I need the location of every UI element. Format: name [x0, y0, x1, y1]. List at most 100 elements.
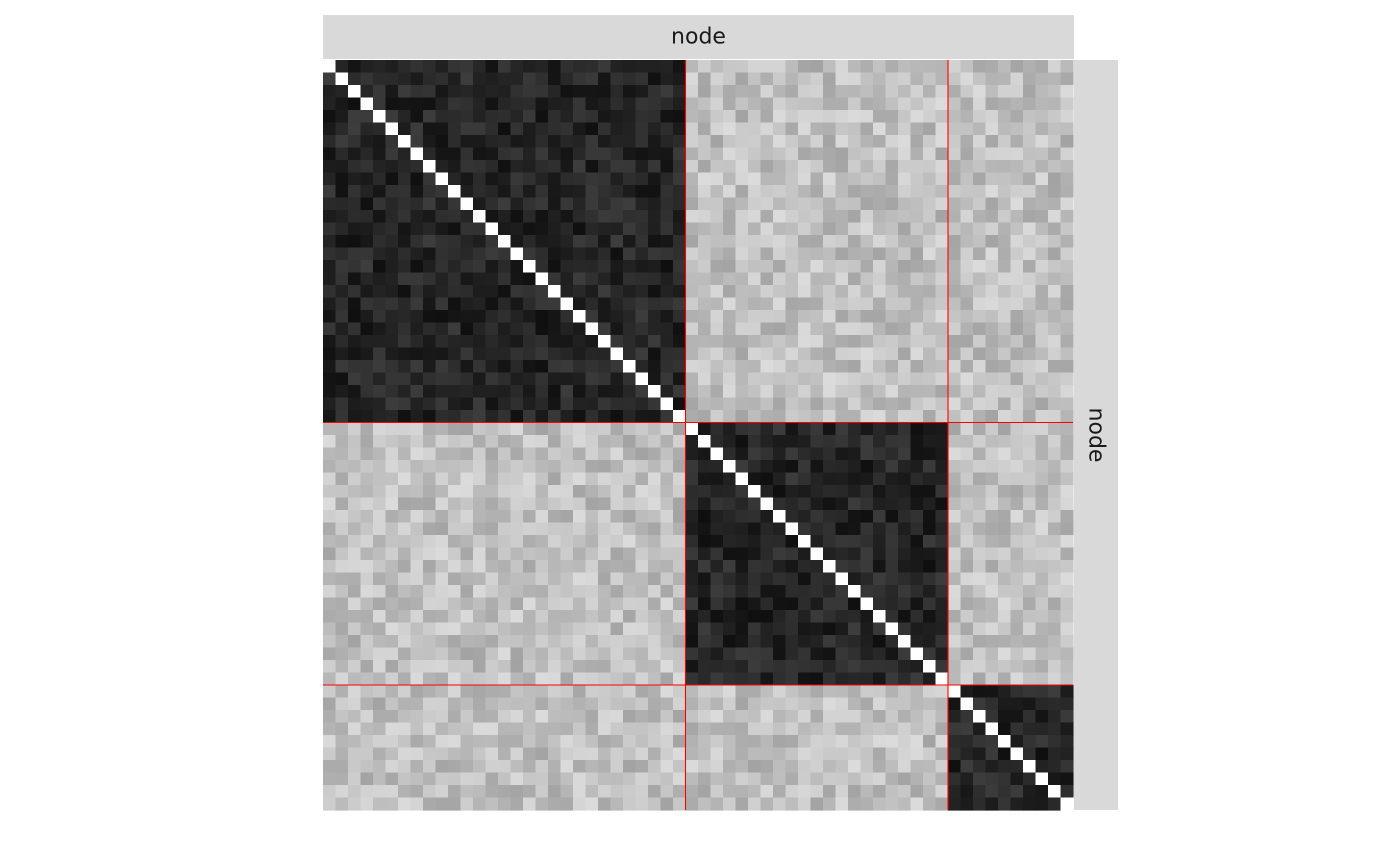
heatmap-cell: [810, 647, 824, 661]
heatmap-cell: [548, 635, 562, 649]
heatmap-cell: [1010, 610, 1024, 624]
heatmap-cell: [635, 185, 649, 199]
heatmap-cell: [685, 97, 699, 111]
heatmap-cell: [560, 760, 574, 774]
heatmap-cell: [410, 260, 424, 274]
heatmap-cell: [523, 422, 537, 436]
heatmap-cell: [923, 585, 937, 599]
heatmap-cell: [435, 347, 449, 361]
heatmap-cell: [860, 335, 874, 349]
heatmap-cell: [723, 460, 737, 474]
heatmap-cell: [948, 360, 962, 374]
heatmap-cell: [848, 272, 862, 286]
heatmap-cell: [448, 710, 462, 724]
heatmap-cell: [810, 710, 824, 724]
heatmap-cell: [860, 360, 874, 374]
heatmap-cell: [935, 672, 949, 686]
heatmap-cell: [460, 322, 474, 336]
heatmap-cell: [898, 222, 912, 236]
heatmap-cell: [910, 422, 924, 436]
heatmap-cell: [785, 347, 799, 361]
heatmap-cell: [435, 297, 449, 311]
heatmap-cell: [523, 372, 537, 386]
heatmap-cell: [948, 85, 962, 99]
heatmap-cell: [1048, 547, 1062, 561]
heatmap-cell: [398, 297, 412, 311]
heatmap-cell: [423, 635, 437, 649]
heatmap-cell: [385, 360, 399, 374]
heatmap-cell: [1048, 797, 1062, 811]
heatmap-cell: [735, 372, 749, 386]
heatmap-cell: [435, 372, 449, 386]
heatmap-cell: [473, 310, 487, 324]
heatmap-cell: [510, 760, 524, 774]
heatmap-cell: [760, 660, 774, 674]
heatmap-cell: [560, 572, 574, 586]
heatmap-cell: [873, 472, 887, 486]
heatmap-cell: [648, 522, 662, 536]
heatmap-cell: [485, 497, 499, 511]
heatmap-cell: [873, 535, 887, 549]
heatmap-cell: [985, 185, 999, 199]
heatmap-cell: [785, 522, 799, 536]
heatmap-cell: [1060, 235, 1074, 249]
heatmap-cell: [1010, 772, 1024, 786]
heatmap-cell: [985, 497, 999, 511]
heatmap-cell: [585, 610, 599, 624]
heatmap-cell: [723, 97, 737, 111]
heatmap-cell: [323, 247, 337, 261]
heatmap-cell: [460, 635, 474, 649]
heatmap-cell: [735, 360, 749, 374]
heatmap-cell: [335, 785, 349, 799]
heatmap-cell: [1023, 235, 1037, 249]
heatmap-cell: [398, 285, 412, 299]
heatmap-cell: [673, 722, 687, 736]
heatmap-cell: [660, 322, 674, 336]
heatmap-cell: [985, 647, 999, 661]
heatmap-cell: [735, 72, 749, 86]
heatmap-cell: [423, 222, 437, 236]
heatmap-cell: [560, 710, 574, 724]
heatmap-cell: [473, 685, 487, 699]
heatmap-cell: [485, 510, 499, 524]
heatmap-cell: [335, 697, 349, 711]
heatmap-cell: [535, 72, 549, 86]
heatmap-cell: [448, 622, 462, 636]
heatmap-cell: [935, 285, 949, 299]
heatmap-cell: [698, 235, 712, 249]
heatmap-cell: [735, 222, 749, 236]
heatmap-cell: [398, 322, 412, 336]
heatmap-cell: [848, 222, 862, 236]
heatmap-cell: [373, 472, 387, 486]
heatmap-cell: [385, 497, 399, 511]
heatmap-cell: [660, 60, 674, 74]
heatmap-cell: [910, 797, 924, 811]
heatmap-cell: [673, 685, 687, 699]
heatmap-cell: [635, 747, 649, 761]
heatmap-cell: [985, 697, 999, 711]
heatmap-cell: [423, 185, 437, 199]
heatmap-cell: [748, 385, 762, 399]
heatmap-cell: [1060, 797, 1074, 811]
heatmap-cell: [885, 272, 899, 286]
heatmap-cell: [560, 635, 574, 649]
heatmap-cell: [485, 535, 499, 549]
heatmap-cell: [398, 697, 412, 711]
heatmap-cell: [960, 485, 974, 499]
heatmap-cell: [485, 710, 499, 724]
heatmap-cell: [635, 147, 649, 161]
heatmap-cell: [948, 447, 962, 461]
heatmap-cell: [673, 72, 687, 86]
heatmap-cell: [548, 572, 562, 586]
heatmap-cell: [985, 285, 999, 299]
heatmap-cell: [323, 747, 337, 761]
heatmap-cell: [348, 210, 362, 224]
heatmap-cell: [360, 72, 374, 86]
heatmap-cell: [1023, 435, 1037, 449]
heatmap-cell: [323, 97, 337, 111]
heatmap-cell: [660, 85, 674, 99]
heatmap-cell: [910, 347, 924, 361]
heatmap-cell: [748, 722, 762, 736]
heatmap-cell: [1048, 785, 1062, 799]
heatmap-cell: [485, 797, 499, 811]
